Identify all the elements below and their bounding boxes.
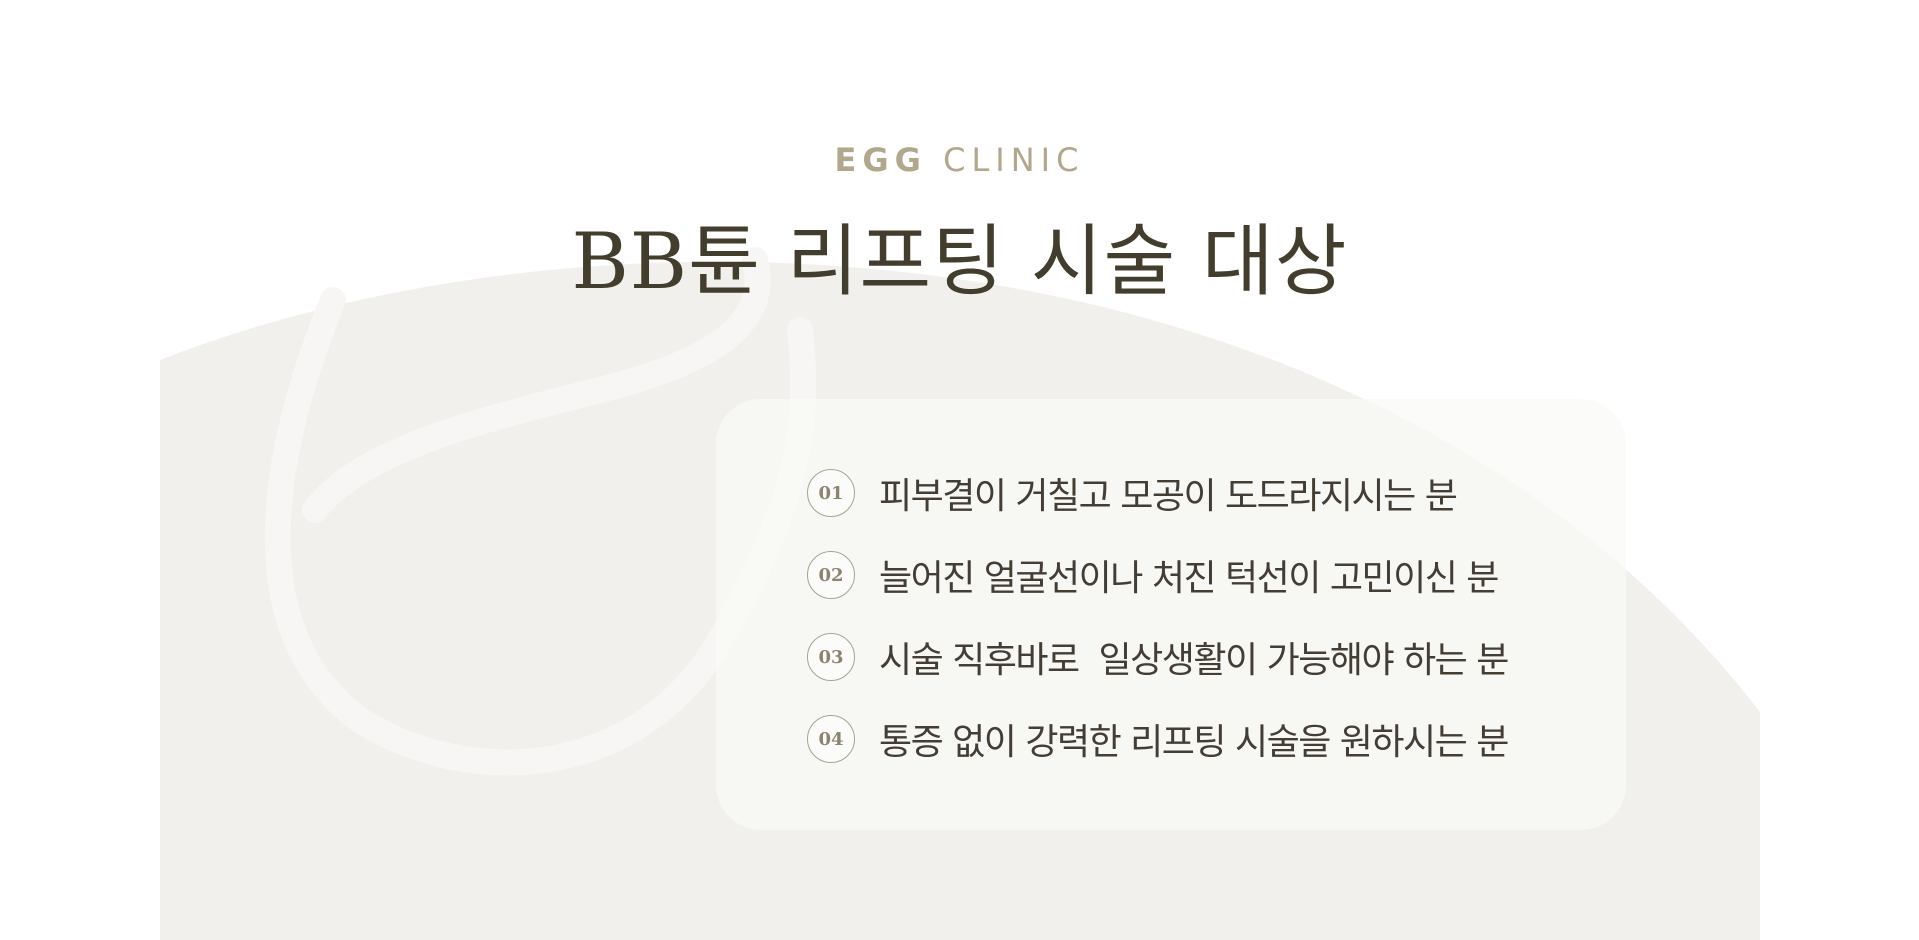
- item-text: 시술 직후바로 일상생활이 가능해야 하는 분: [879, 640, 1509, 681]
- list-item: 04 통증 없이 강력한 리프팅 시술을 원하시는 분: [807, 714, 1509, 764]
- item-number-badge: 01: [807, 469, 855, 517]
- item-number-badge: 03: [807, 633, 855, 681]
- item-text: 늘어진 얼굴선이나 처진 턱선이 고민이신 분: [879, 558, 1499, 599]
- list-item: 03 시술 직후바로 일상생활이 가능해야 하는 분: [807, 632, 1509, 682]
- item-text: 통증 없이 강력한 리프팅 시술을 원하시는 분: [879, 722, 1509, 763]
- list-item: 02 늘어진 얼굴선이나 처진 턱선이 고민이신 분: [807, 550, 1499, 600]
- target-list-card: [716, 399, 1626, 830]
- brand-strong: EGG: [834, 141, 927, 179]
- brand-label: EGG CLINIC: [0, 138, 1919, 182]
- item-number-badge: 02: [807, 551, 855, 599]
- page-title: BB튠 리프팅 시술 대상: [571, 217, 1348, 307]
- item-number-badge: 04: [807, 715, 855, 763]
- brand-light: CLINIC: [943, 141, 1085, 179]
- item-text: 피부결이 거칠고 모공이 도드라지시는 분: [879, 476, 1458, 517]
- list-item: 01 피부결이 거칠고 모공이 도드라지시는 분: [807, 468, 1458, 518]
